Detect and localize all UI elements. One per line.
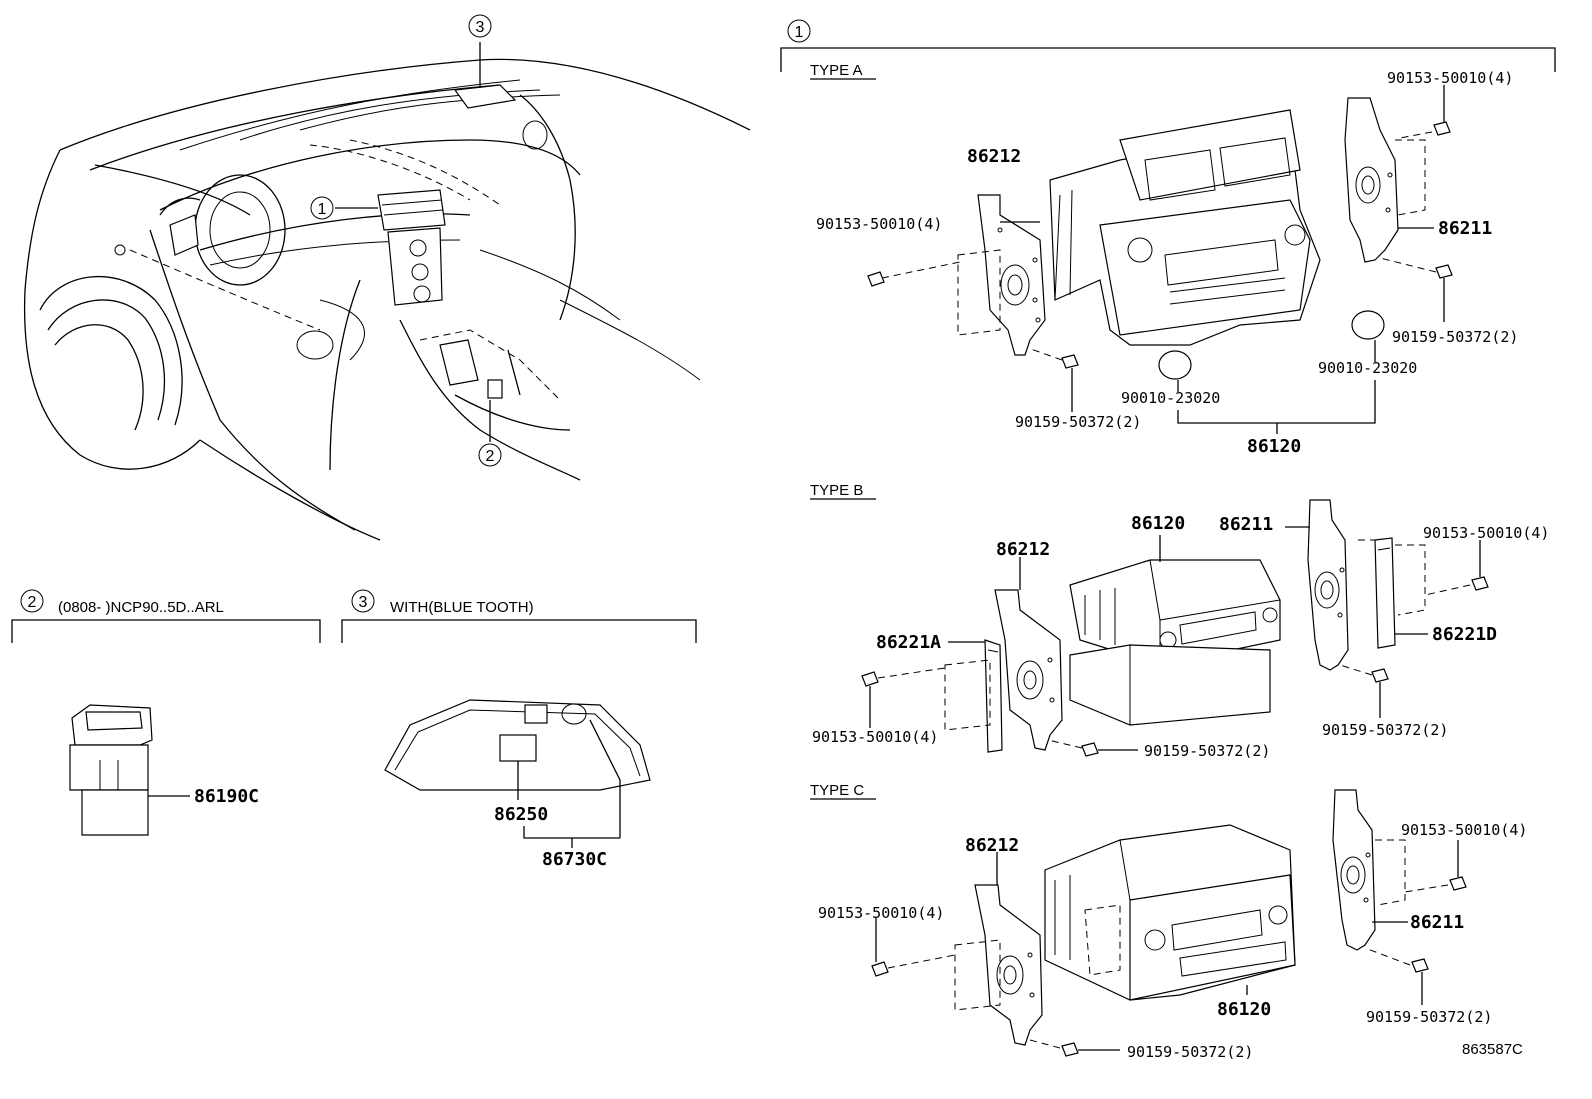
svg-text:1: 1 (795, 24, 804, 41)
part-86250: 86250 (494, 804, 548, 825)
type-a-header: TYPE A (810, 62, 863, 79)
screw-b-right-bottom (1371, 668, 1389, 683)
knob-a-right (1351, 310, 1385, 340)
section-2-header: (0808- )NCP90..5D..ARL (58, 599, 224, 616)
callout-2-car: 2 (478, 443, 502, 467)
part-c-86120: 86120 (1217, 999, 1271, 1020)
part-b-86211: 86211 (1219, 514, 1273, 535)
part-a-86211: 86211 (1438, 218, 1492, 239)
screw-a-left-bottom (1061, 354, 1079, 369)
screw-a-right-top (1433, 121, 1451, 136)
part-b-86120: 86120 (1131, 513, 1185, 534)
section-3-header: WITH(BLUE TOOTH) (390, 599, 534, 616)
part-a-screw-right-top: 90153-50010(4) (1387, 69, 1513, 87)
screw-c-right-top (1449, 876, 1467, 891)
part-b-screw-left-top: 90153-50010(4) (812, 728, 938, 746)
part-a-screw-left-bottom: 90159-50372(2) (1015, 413, 1141, 431)
part-c-screw-left-top: 90153-50010(4) (818, 904, 944, 922)
section-3: 3 WITH(BLUE TOOTH) 86250 86730C (341, 589, 697, 870)
part-c-screw-right-bottom: 90159-50372(2) (1366, 1008, 1492, 1026)
drawing-code: 863587C (1462, 1041, 1523, 1058)
screw-b-left-bottom (1081, 742, 1099, 757)
part-a-knob-left: 90010-23020 (1121, 389, 1220, 407)
knob-a-left (1158, 350, 1192, 380)
part-b-86212: 86212 (996, 539, 1050, 560)
part-a-86120: 86120 (1247, 436, 1301, 457)
screw-b-right-top (1471, 576, 1489, 591)
screw-a-right-bottom (1435, 264, 1453, 279)
part-c-screw-left-bottom: 90159-50372(2) (1127, 1043, 1253, 1061)
type-b-header: TYPE B (810, 482, 863, 499)
section-2: 2 (0808- )NCP90..5D..ARL 86190C (11, 589, 321, 836)
callout-1-car: 1 (310, 196, 334, 220)
svg-text:2: 2 (28, 594, 37, 611)
svg-text:2: 2 (486, 448, 495, 465)
part-b-screw-left-bottom: 90159-50372(2) (1144, 742, 1270, 760)
part-a-86212: 86212 (967, 146, 1021, 167)
part-c-screw-right-top: 90153-50010(4) (1401, 821, 1527, 839)
part-86190C: 86190C (194, 786, 259, 807)
callout-3-top: 3 (468, 14, 492, 38)
part-a-screw-right-bottom: 90159-50372(2) (1392, 328, 1518, 346)
section-1-type-a: 1 TYPE A (780, 19, 1556, 457)
screw-c-right-bottom (1411, 958, 1429, 973)
part-c-86212: 86212 (965, 835, 1019, 856)
type-c-header: TYPE C (810, 782, 864, 799)
part-b-screw-right-top: 90153-50010(4) (1423, 524, 1549, 542)
part-a-knob-right: 90010-23020 (1318, 359, 1417, 377)
screw-c-left-bottom (1061, 1042, 1079, 1057)
part-86730C: 86730C (542, 849, 607, 870)
part-c-86211: 86211 (1410, 912, 1464, 933)
car-interior-illustration (23, 42, 751, 541)
part-b-86221A: 86221A (876, 632, 941, 653)
svg-text:3: 3 (476, 19, 485, 36)
svg-text:1: 1 (318, 201, 327, 218)
part-b-86221D: 86221D (1432, 624, 1497, 645)
screw-c-left-top (871, 961, 889, 977)
screw-b-left-top (861, 671, 879, 687)
section-1-type-b: TYPE B (810, 482, 1549, 760)
screw-a-left-top (867, 271, 885, 287)
svg-text:3: 3 (359, 594, 368, 611)
section-1-type-c: TYPE C (810, 782, 1527, 1061)
part-b-screw-right-bottom: 90159-50372(2) (1322, 721, 1448, 739)
part-a-screw-left-top: 90153-50010(4) (816, 215, 942, 233)
